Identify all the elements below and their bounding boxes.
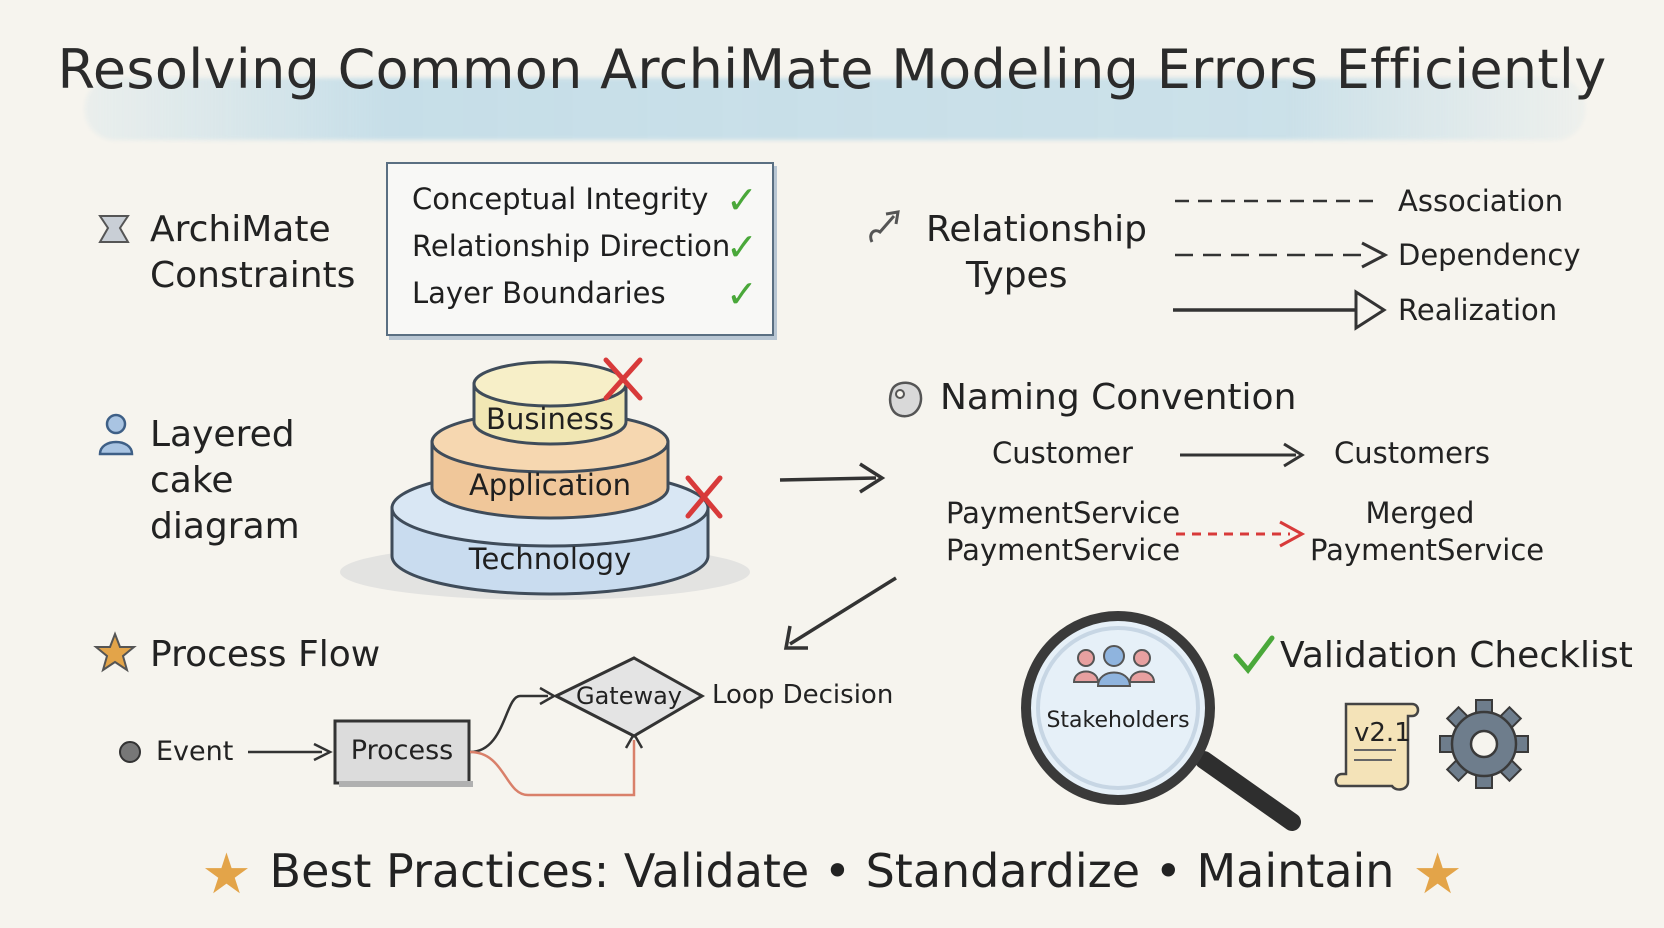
constraints-heading-line1: ArchiMate [150,209,331,250]
business-label: Business [486,402,614,436]
constraints-checklist: Conceptual Integrity ✓ Relationship Dire… [386,162,774,336]
title-highlight [85,78,1585,140]
dependency-label: Dependency [1398,238,1581,272]
event-label: Event [156,736,234,767]
loop-decision-label: Loop Decision [712,680,894,710]
footer-banner: ★ Best Practices: Validate • Standardize … [0,842,1664,907]
relationship-heading-line2: Types [966,255,1068,296]
event-icon [119,741,141,763]
tag-icon [888,381,923,418]
validation-heading: Validation Checklist [1280,635,1633,676]
link-arrow-icon [869,210,900,243]
naming-heading: Naming Convention [940,377,1297,418]
naming-merged-line2: PaymentService [1310,533,1545,567]
constraint-item: Conceptual Integrity [412,182,709,216]
layered-heading-line3: diagram [150,506,300,547]
error-x-icon [603,357,643,401]
constraint-item: Relationship Direction [412,229,731,263]
people-icon [1072,645,1156,687]
realization-label: Realization [1398,293,1558,327]
star-icon [93,631,137,673]
stakeholders-label: Stakeholders [1046,708,1190,733]
naming-to-customers: Customers [1334,436,1490,470]
naming-from-customer: Customer [992,436,1133,470]
page-title: Resolving Common ArchiMate Modeling Erro… [57,38,1607,101]
dependency-arrowhead [1361,241,1389,269]
person-icon [98,413,134,456]
check-icon: ✓ [726,225,758,269]
process-heading: Process Flow [150,634,381,675]
flow-arrow [789,576,897,646]
gear-icon [1439,699,1529,789]
gateway-label: Gateway [575,682,683,710]
layered-heading-line2: cake [150,460,234,501]
star-icon: ★ [1412,842,1463,907]
process-box [333,719,471,785]
layered-heading-line1: Layered [150,414,295,455]
naming-merged-line1: Merged [1365,496,1475,530]
business-layer [472,360,628,446]
version-label: v2.1 [1354,718,1411,748]
footer-text: Best Practices: Validate • Standardize •… [269,844,1395,898]
gateway-diamond [552,656,706,738]
relationship-heading-line1: Relationship [926,209,1147,250]
check-icon [1233,635,1275,674]
flow-arrow [779,476,877,482]
process-label: Process [350,735,454,766]
constraint-item: Layer Boundaries [412,276,666,310]
error-x-icon [685,475,723,519]
naming-duplicate-1: PaymentService [946,496,1181,530]
scroll-icon [1334,702,1420,791]
association-label: Association [1398,184,1564,218]
application-label: Application [468,468,632,502]
realization-arrowhead [1354,289,1387,331]
check-icon: ✓ [726,178,758,222]
naming-duplicate-2: PaymentService [946,533,1181,567]
magnifier-icon [1021,611,1301,831]
check-icon: ✓ [726,272,758,316]
technology-label: Technology [468,542,632,576]
constraints-icon [98,215,130,243]
constraints-heading-line2: Constraints [150,255,356,296]
star-icon: ★ [201,842,252,907]
